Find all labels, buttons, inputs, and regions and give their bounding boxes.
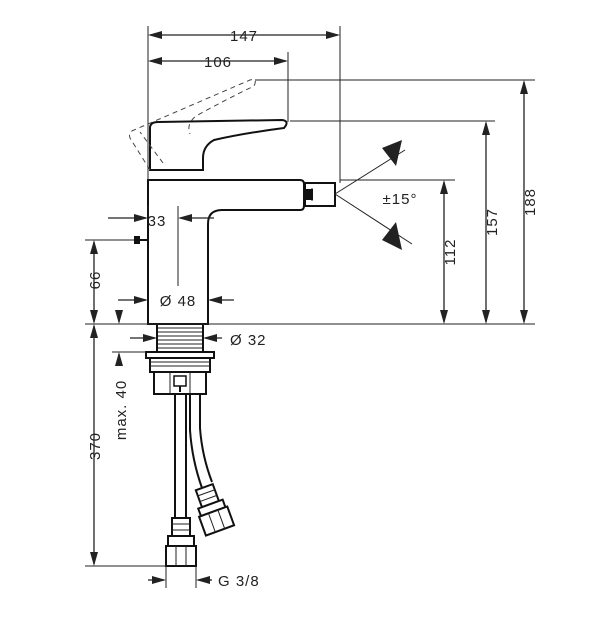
dim-line-188 xyxy=(520,80,528,324)
washer-plate xyxy=(145,351,215,373)
label-147: 147 xyxy=(230,28,258,45)
dim-line-370 xyxy=(90,324,98,566)
label-d48: Ø 48 xyxy=(160,293,197,310)
hose-fitting-left xyxy=(165,517,197,567)
dim-line-112 xyxy=(440,180,448,324)
dim-line-147 xyxy=(148,31,340,39)
popup-rod xyxy=(134,236,148,244)
dim-line-33 xyxy=(108,214,214,222)
flexible-hoses xyxy=(174,394,213,518)
label-188: 188 xyxy=(522,188,539,216)
hose-fitting-right xyxy=(194,482,236,537)
fixing-nut xyxy=(153,371,207,395)
label-angle: ±15° xyxy=(383,191,418,208)
dim-line-max40 xyxy=(115,310,123,366)
label-66: 66 xyxy=(87,271,104,290)
label-33: 33 xyxy=(148,213,167,230)
dim-line-66 xyxy=(90,240,98,324)
dim-line-g38 xyxy=(148,576,212,584)
dim-line-d48 xyxy=(118,296,234,304)
dim-line-106 xyxy=(148,57,288,65)
label-370: 370 xyxy=(87,432,104,460)
label-112: 112 xyxy=(442,239,459,266)
dim-line-157 xyxy=(482,121,490,324)
shank-thread xyxy=(156,323,204,353)
label-max40: max. 40 xyxy=(113,380,130,440)
label-d32: Ø 32 xyxy=(230,332,267,349)
lever-handle xyxy=(149,118,288,171)
label-106: 106 xyxy=(204,54,232,71)
angle-indicator xyxy=(334,140,413,250)
lever-raised-outline xyxy=(129,79,256,171)
label-g38: G 3/8 xyxy=(218,573,260,590)
label-157: 157 xyxy=(484,208,501,236)
extension-lines xyxy=(85,26,535,588)
dim-line-d32 xyxy=(130,334,222,342)
